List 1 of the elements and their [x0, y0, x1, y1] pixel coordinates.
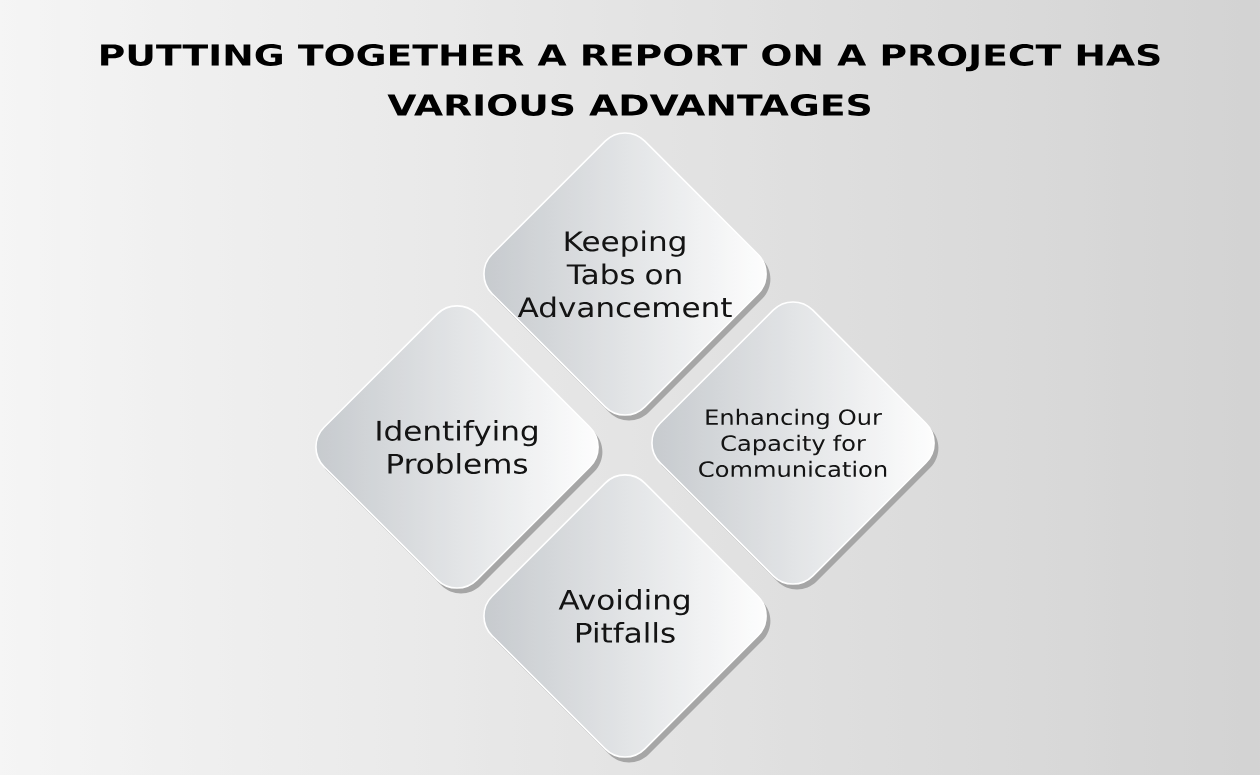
title: PUTTING TOGETHER A REPORT ON A PROJECT HAS VARIOUS ADVANTAGES: [101, 44, 1160, 116]
